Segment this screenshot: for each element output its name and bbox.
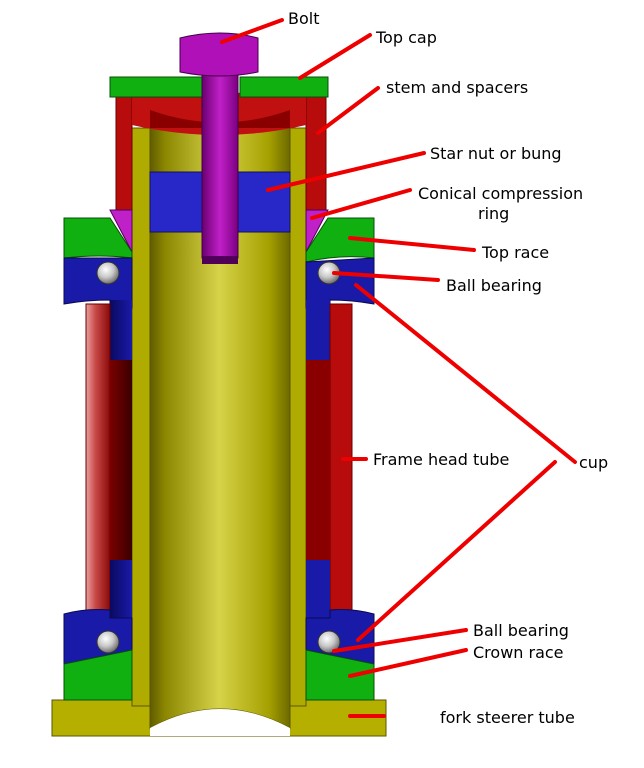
crown-race-part <box>63 649 375 701</box>
leader-crown-race <box>348 648 468 678</box>
leader-bolt <box>220 18 284 44</box>
top-cap-part <box>109 76 329 98</box>
label-ball-bearing-top: Ball bearing <box>446 276 542 295</box>
ball-bearing-bottom-right <box>317 630 341 654</box>
label-cup: cup <box>579 453 608 472</box>
leader-ball-bottom <box>332 628 468 653</box>
label-frame-head-tube: Frame head tube <box>373 450 509 469</box>
bolt-part <box>179 32 259 264</box>
label-bolt: Bolt <box>288 9 319 28</box>
ball-bearing-top-left <box>96 261 120 285</box>
label-conical-line2: ring <box>478 204 509 223</box>
label-stem-spacers: stem and spacers <box>386 78 528 97</box>
label-top-cap: Top cap <box>375 28 437 47</box>
label-star-nut: Star nut or bung <box>430 144 562 163</box>
leader-top-race <box>348 236 476 252</box>
label-conical-line1: Conical compression <box>418 184 583 203</box>
leader-top-cap <box>298 33 372 80</box>
leader-conical-ring <box>310 188 412 220</box>
ball-bearing-bottom-left <box>96 630 120 654</box>
leader-stem-spacers <box>316 86 380 135</box>
label-ball-bearing-bottom: Ball bearing <box>473 621 569 640</box>
label-crown-race: Crown race <box>473 643 564 662</box>
leader-star-nut <box>266 151 426 192</box>
label-fork-steerer-tube: fork steerer tube <box>440 708 575 727</box>
conical-compression-ring-part <box>109 209 329 253</box>
leader-ball-top <box>332 271 440 282</box>
label-top-race: Top race <box>481 243 549 262</box>
leader-cup-upper <box>354 283 577 464</box>
top-race-part <box>63 217 375 263</box>
leader-cup-lower <box>356 460 557 642</box>
